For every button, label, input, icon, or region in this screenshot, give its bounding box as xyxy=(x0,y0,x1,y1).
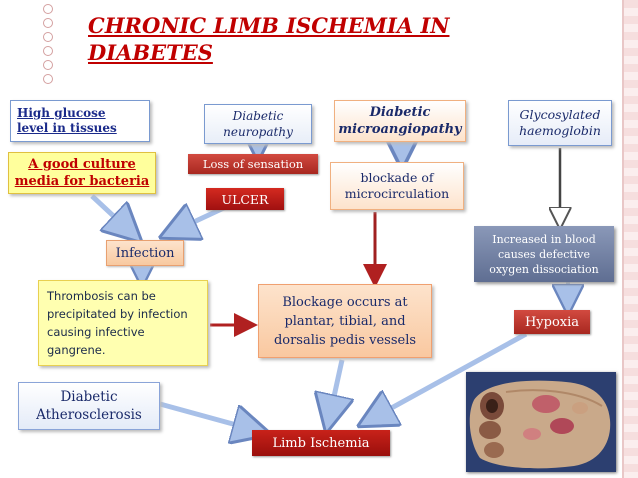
diabetic-microangiopathy-box: Diabetic microangiopathy xyxy=(334,100,466,142)
high-glucose-box: High glucose level in tissues xyxy=(10,100,150,142)
loss-of-sensation-box: Loss of sensation xyxy=(188,154,318,174)
glycosylated-haemoglobin-box: Glycosylated haemoglobin xyxy=(508,100,612,146)
slide-title: CHRONIC LIMB ISCHEMIA IN DIABETES xyxy=(88,12,568,66)
arrow-athero-limb xyxy=(159,401,262,432)
hypoxia-box: Hypoxia xyxy=(514,310,590,334)
diabetic-neuropathy-box: Diabetic neuropathy xyxy=(204,104,312,144)
dot xyxy=(43,74,53,84)
dot xyxy=(43,60,53,70)
dot xyxy=(43,32,53,42)
blockade-microcirculation-box: blockade of microcirculation xyxy=(330,162,464,210)
title-line-2: DIABETES xyxy=(88,40,213,65)
arrow-ulcer-infection xyxy=(168,206,230,234)
ischemic-foot-photo xyxy=(466,372,616,472)
increased-blood-box: Increased in blood causes defective oxyg… xyxy=(474,226,614,282)
dot xyxy=(43,46,53,56)
ulcer-box: ULCER xyxy=(206,188,284,210)
decorative-dots xyxy=(40,4,54,90)
dot xyxy=(43,18,53,28)
arrow-culture-infection xyxy=(90,194,135,236)
dot xyxy=(43,4,53,14)
atherosclerosis-box: Diabetic Atherosclerosis xyxy=(18,382,160,430)
thrombosis-box: Thrombosis can be precipitated by infect… xyxy=(38,280,208,366)
title-line-1: CHRONIC LIMB ISCHEMIA IN xyxy=(88,13,450,38)
foot-image-icon xyxy=(466,372,616,472)
right-border-line xyxy=(622,0,624,478)
blockage-vessels-box: Blockage occurs at plantar, tibial, and … xyxy=(258,284,432,358)
arrow-blockage-limb xyxy=(328,359,342,424)
limb-ischemia-box: Limb Ischemia xyxy=(252,430,390,456)
culture-media-box: A good culture media for bacteria xyxy=(8,152,156,194)
infection-box: Infection xyxy=(106,240,184,266)
right-border-decoration xyxy=(624,0,638,478)
